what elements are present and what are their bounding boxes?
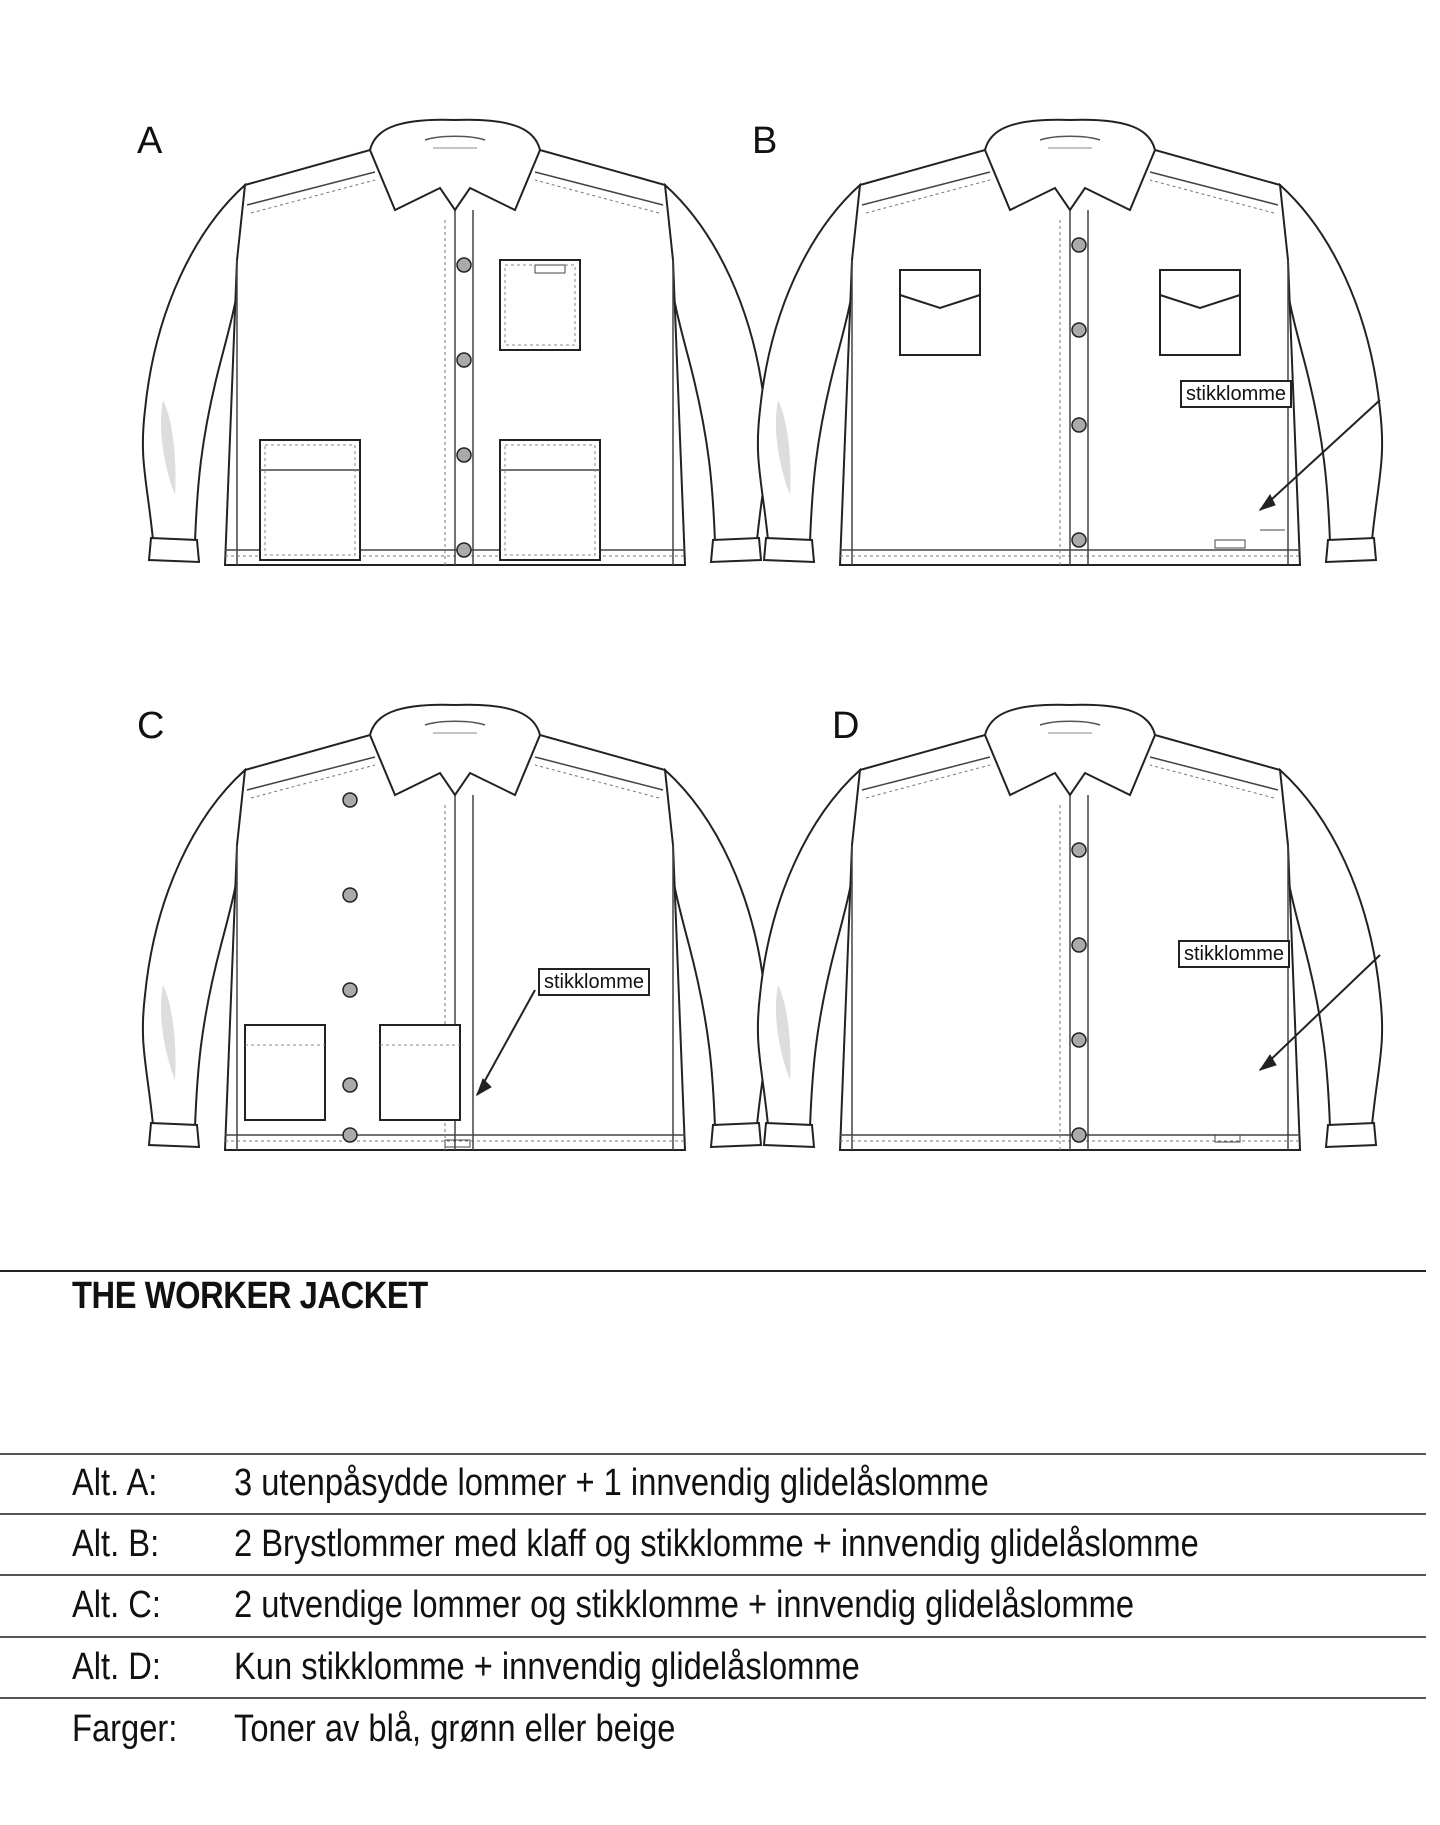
page-title: THE WORKER JACKET (72, 1275, 428, 1317)
stikklomme-callout: stikklomme (1178, 940, 1291, 968)
stikklomme-callout: stikklomme (538, 968, 651, 996)
spec-row-farger: Farger: Toner av blå, grønn eller beige (0, 1699, 1426, 1759)
spec-row-alt-a: Alt. A: 3 utenpåsydde lommer + 1 innvend… (0, 1453, 1426, 1513)
spec-row-rule (0, 1574, 1426, 1576)
spec-label: Alt. B: (72, 1523, 160, 1565)
title-top-rule (0, 1270, 1426, 1272)
spec-label: Alt. D: (72, 1646, 161, 1688)
jacket-variant-d: D stikklomme (740, 695, 1400, 1215)
spec-value: Kun stikklomme + innvendig glidelåslomme (234, 1646, 860, 1688)
spec-row-alt-d: Alt. D: Kun stikklomme + innvendig glide… (0, 1637, 1426, 1697)
spec-label: Alt. C: (72, 1584, 161, 1626)
spec-label: Farger: (72, 1708, 178, 1750)
spec-label: Alt. A: (72, 1462, 158, 1504)
stikklomme-callout: stikklomme (1180, 380, 1293, 408)
spec-value: 2 utvendige lommer og stikklomme + innve… (234, 1584, 1135, 1626)
jacket-variant-c: C stikklomme (125, 695, 785, 1215)
jacket-variant-a: A (125, 110, 785, 630)
spec-row-rule (0, 1697, 1426, 1699)
spec-table-top-rule (0, 1453, 1426, 1455)
variant-letter: B (752, 120, 778, 162)
jacket-d-drawing (756, 703, 1384, 1151)
spec-row-alt-c: Alt. C: 2 utvendige lommer og stikklomme… (0, 1575, 1426, 1635)
spec-row-rule (0, 1636, 1426, 1638)
spec-row-alt-b: Alt. B: 2 Brystlommer med klaff og stikk… (0, 1514, 1426, 1574)
variant-letter: C (137, 705, 165, 747)
spec-value: 3 utenpåsydde lommer + 1 innvendig glide… (234, 1462, 989, 1504)
spec-value: Toner av blå, grønn eller beige (234, 1708, 676, 1750)
spec-value: 2 Brystlommer med klaff og stikklomme + … (234, 1523, 1199, 1565)
jacket-b-drawing (756, 118, 1384, 566)
jacket-variant-b: B stikklomme (740, 110, 1400, 630)
spec-row-rule (0, 1513, 1426, 1515)
variant-letter: A (137, 120, 163, 162)
jacket-a-drawing (141, 118, 769, 566)
jacket-c-drawing (141, 703, 769, 1151)
variant-letter: D (832, 705, 860, 747)
